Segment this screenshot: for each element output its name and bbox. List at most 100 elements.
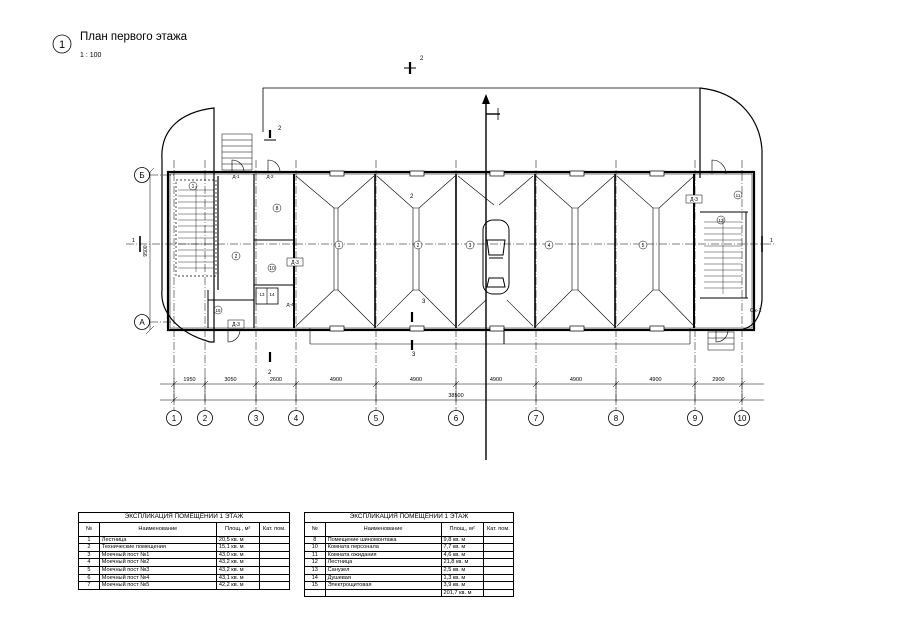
row-grid-lines — [150, 174, 176, 323]
gate-markers — [329, 170, 665, 332]
section-label-3-bottom: 3 — [412, 352, 416, 358]
table-cell-name: Помещение шиномонтажа — [324, 535, 442, 545]
dimension-tick — [170, 396, 178, 404]
table-cell-n: 3 — [78, 550, 100, 560]
table-cell-n: 15 — [304, 581, 326, 590]
table-cell-area: 42,2 кв. м — [215, 581, 260, 590]
bay-label-4: 4 — [548, 243, 551, 249]
exterior-wall-inner — [169, 173, 753, 329]
column-axis-bubble — [528, 410, 544, 426]
table-cell-name: Технические помещения — [98, 543, 217, 552]
table-1-col-name: Наименование — [98, 521, 217, 537]
bay-label-5: 5 — [642, 243, 645, 249]
row-axis-bubble — [134, 314, 150, 330]
room-label-10: 10 — [269, 266, 275, 272]
axis-side-mark-left: 1 — [132, 238, 135, 244]
table-cell-cat — [258, 535, 290, 545]
table-cell-cat — [482, 565, 515, 575]
column-axis-bubble — [734, 410, 750, 426]
table-cell-cat — [482, 558, 515, 567]
table-2-col-num: № — [304, 521, 326, 537]
dimension-span-label: 4900 — [330, 377, 342, 383]
table-cell-name: Комната ожидания — [324, 550, 442, 560]
table-2-col-cat: Кат. пом. — [482, 521, 515, 537]
row-axis-markers: БА — [134, 167, 150, 330]
door-label-d3-a: Д-3 — [291, 260, 299, 266]
exterior-wall — [166, 170, 756, 332]
dimension-span-label: 4900 — [649, 377, 661, 383]
column-axis-bubble — [448, 410, 464, 426]
table-cell-n: 1 — [78, 535, 100, 545]
table-2-col-name: Наименование — [324, 521, 442, 537]
table-2-col-area: Площ., м² — [440, 521, 484, 537]
column-axis-label: 8 — [614, 414, 619, 423]
room-label-12: 12 — [718, 218, 724, 223]
table-cell-area: 43,0 кв. м — [215, 550, 260, 560]
room-label-1: 1 — [192, 184, 195, 190]
table-cell-name: Моечный пост №4 — [98, 573, 217, 583]
room-label-2: 2 — [235, 254, 238, 260]
room-schedule-table-2: ЭКСПЛИКАЦИЯ ПОМЕЩЕНИЙ 1 ЭТАЖ № Наименова… — [304, 512, 515, 598]
table-cell-n: 6 — [78, 573, 100, 583]
table-cell-name: Санузел — [324, 565, 442, 575]
table-cell-n: 7 — [78, 581, 100, 590]
table-cell-n: 10 — [304, 543, 326, 552]
dimension-span-label: 1950 — [183, 377, 195, 383]
column-axis-bubble — [248, 410, 264, 426]
table-2-total-empty-name — [324, 588, 442, 598]
page-title: План первого этажа — [80, 31, 188, 43]
table-cell-cat — [258, 573, 290, 583]
column-axis-bubble — [166, 410, 182, 426]
column-axis-label: 10 — [738, 414, 747, 423]
table-cell-area: 15,1 кв. м — [215, 543, 260, 552]
table-cell-cat — [258, 558, 290, 567]
section-label-3-top: 3 — [422, 299, 426, 305]
dimension-chain — [160, 376, 764, 404]
plan-scale: 1 : 100 — [80, 52, 102, 59]
row-axis-bubble — [134, 167, 150, 183]
column-axis-label: 3 — [254, 414, 259, 423]
column-axis-label: 6 — [454, 414, 459, 423]
table-cell-area: 20,5 кв. м — [215, 535, 260, 545]
table-cell-name: Моечный пост №3 — [98, 565, 217, 575]
table-cell-cat — [482, 543, 515, 552]
table-cell-area: 3,9 кв. м — [440, 581, 484, 590]
column-axis-label: 4 — [294, 414, 299, 423]
entrance-steps — [221, 133, 735, 351]
view-marker-circle — [52, 34, 72, 54]
door-swings — [227, 159, 729, 343]
room-labels: 1 2 8 10 11 12 13 14 15 1 2 3 4 5 — [188, 181, 743, 315]
section-label-2-top: 2 — [420, 56, 424, 62]
column-axis-label: 7 — [534, 414, 539, 423]
dimension-span-label: 2900 — [712, 377, 724, 383]
column-axis-label: 2 — [203, 414, 208, 423]
table-2-total-empty-cat — [482, 588, 515, 598]
table-cell-n: 5 — [78, 565, 100, 575]
table-cell-name: Электрощитовая — [324, 581, 442, 590]
table-2-total: 201,7 кв. м — [440, 588, 484, 598]
table-cell-cat — [482, 535, 515, 545]
table-cell-n: 12 — [304, 558, 326, 567]
view-marker-number: 1 — [59, 39, 65, 51]
row-axis-label: Б — [139, 171, 144, 180]
table-cell-cat — [482, 573, 515, 583]
dimension-span-label: 4900 — [490, 377, 502, 383]
table-cell-cat — [258, 543, 290, 552]
table-cell-name: Душевая — [324, 573, 442, 583]
table-cell-area: 7,7 кв. м — [440, 543, 484, 552]
stair-left-outline — [175, 179, 217, 277]
door-labels: Д-3 Д-3 Д-3 Д-4 Д-1 Д-2 Ок-1 — [227, 174, 762, 329]
table-cell-area: 43,1 кв. м — [215, 573, 260, 583]
section-cut-2 — [264, 62, 416, 362]
section-label-2-bottom: 2 — [268, 370, 272, 376]
